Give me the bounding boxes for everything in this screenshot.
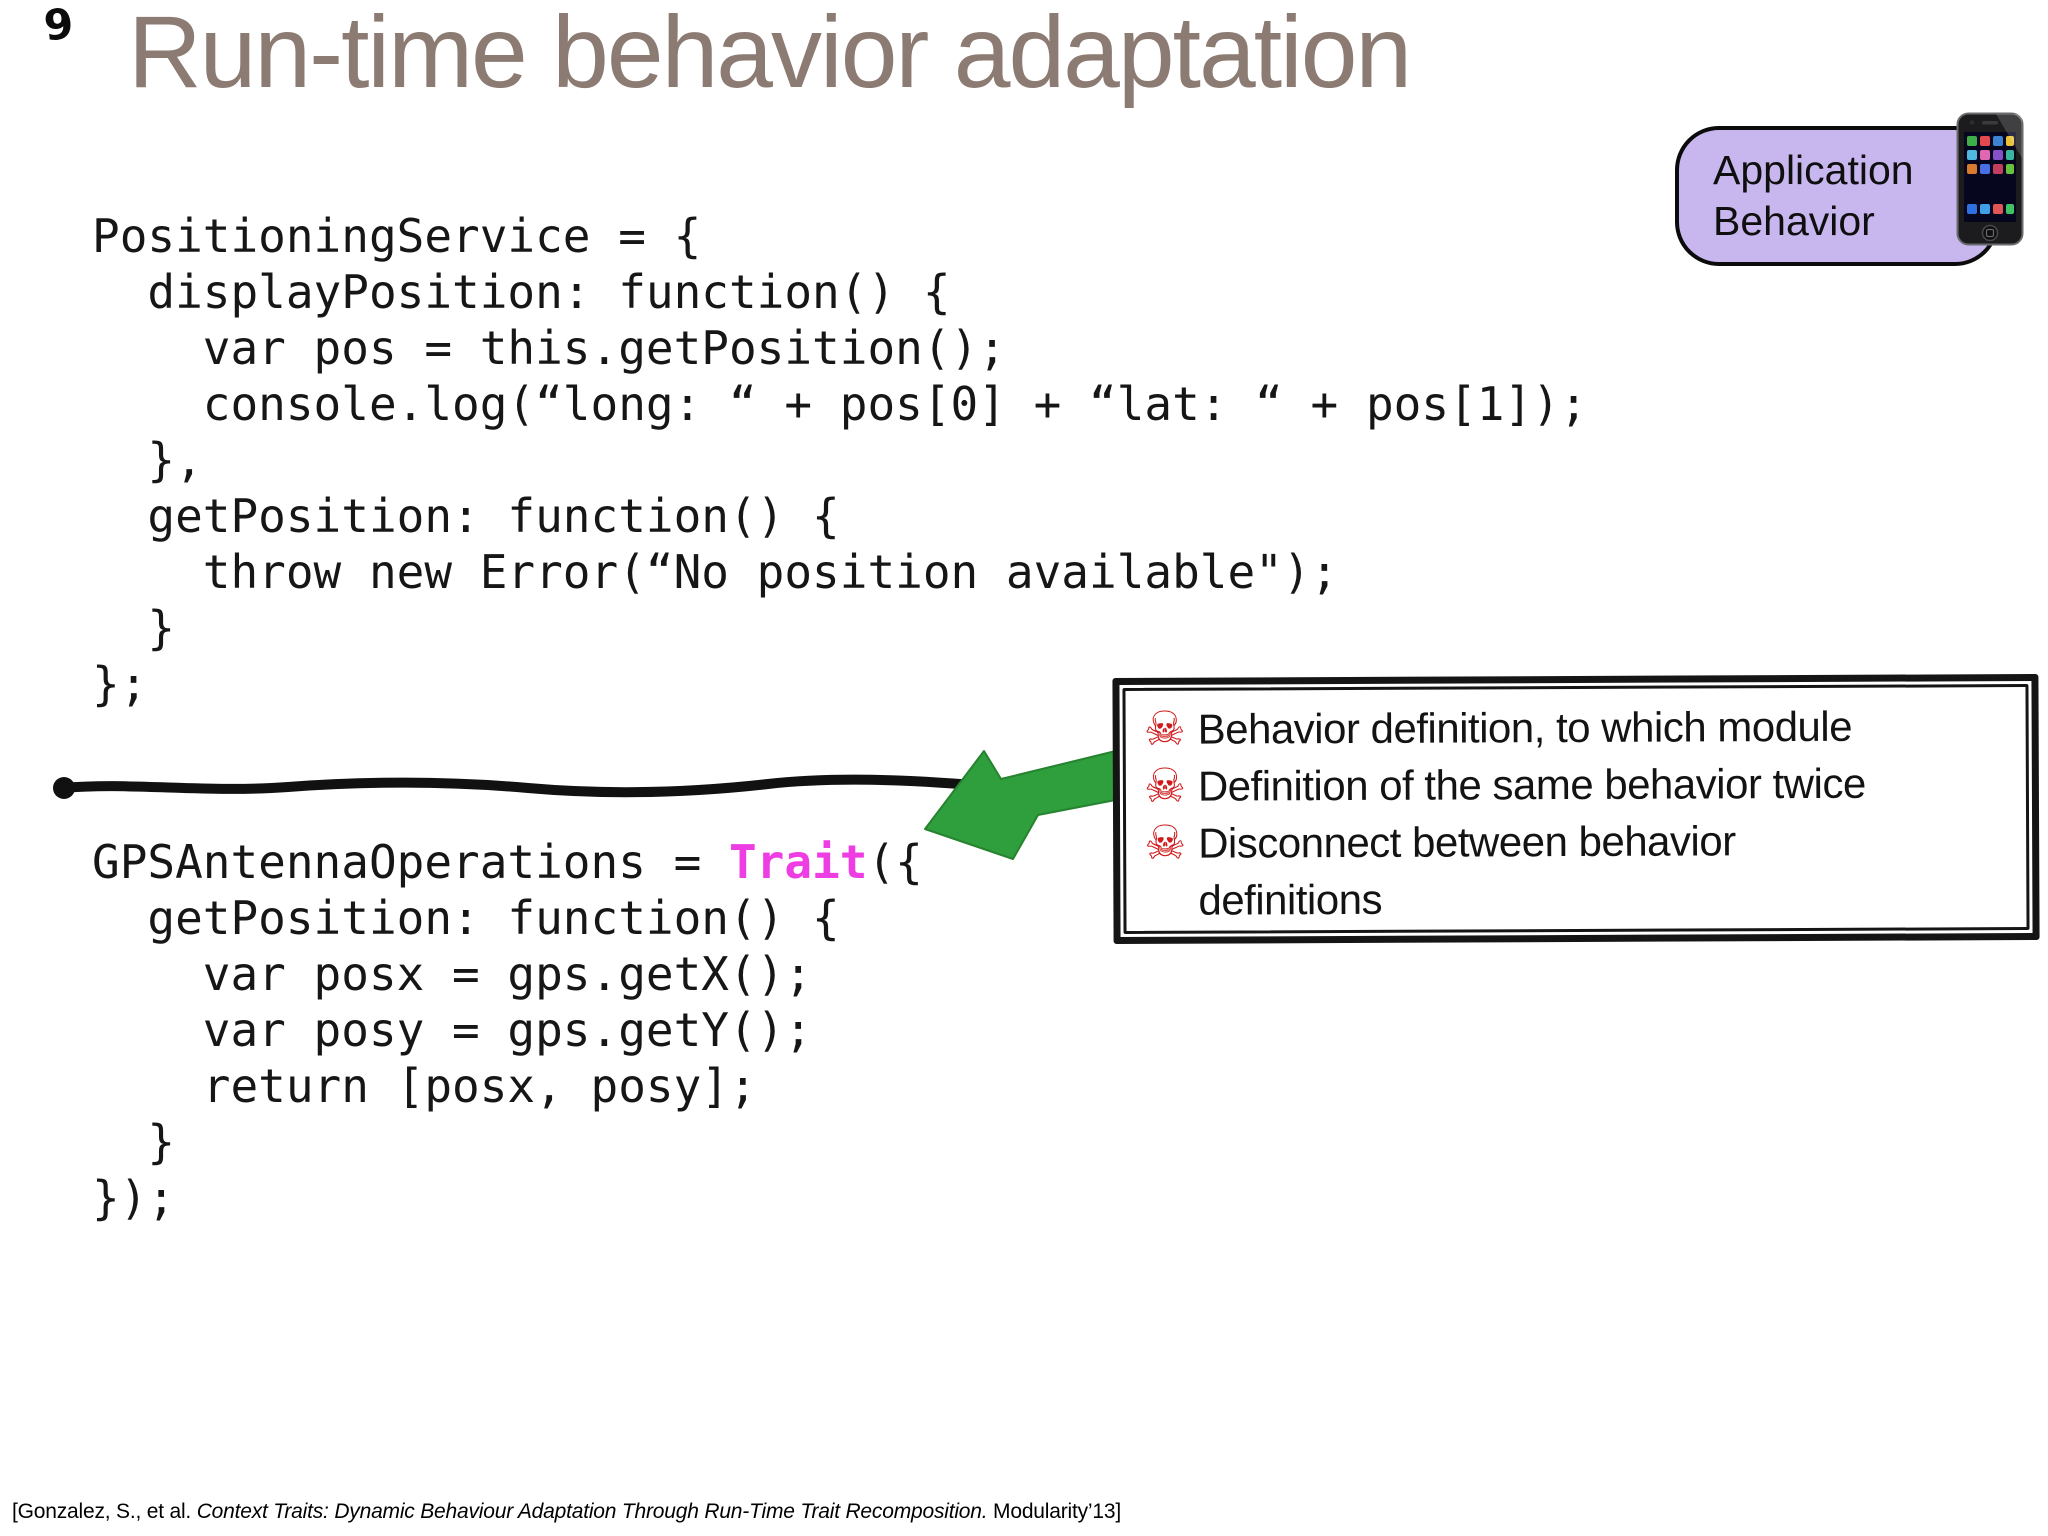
code-line: var pos = this.getPosition(); xyxy=(92,321,1006,375)
code-line: return [posx, posy]; xyxy=(92,1059,757,1113)
application-behavior-badge: Application Behavior xyxy=(1675,126,1999,266)
skull-crossbones-icon: ☠ xyxy=(1143,701,1186,757)
callout-text: Behavior definition, to which module xyxy=(1197,702,1853,753)
badge-line-1: Application xyxy=(1713,147,1914,193)
code-line: getPosition: function() { xyxy=(92,489,840,543)
code-block-gps-antenna: GPSAntennaOperations = Trait({ getPositi… xyxy=(92,834,923,1226)
citation: [Gonzalez, S., et al. Context Traits: Dy… xyxy=(12,1500,1121,1524)
code-line: var posy = gps.getY(); xyxy=(92,1003,813,1057)
code-line: GPSAntennaOperations = Trait({ xyxy=(92,834,923,890)
code-line: throw new Error(“No position available")… xyxy=(92,545,1339,599)
risks-callout-box: ☠ Behavior definition, to which module ☠… xyxy=(1112,673,2040,945)
badge-line-2: Behavior xyxy=(1713,198,1875,244)
risks-callout-inner: ☠ Behavior definition, to which module ☠… xyxy=(1122,684,2030,934)
code-line: displayPosition: function() { xyxy=(92,265,951,319)
iphone-icon xyxy=(1956,112,2024,246)
code-line: PositioningService = { xyxy=(92,209,702,263)
code-block-positioning-service: PositioningService = { displayPosition: … xyxy=(92,208,1588,712)
list-item: ☠ Disconnect between behavior definition… xyxy=(1144,811,2016,929)
page-title: Run-time behavior adaptation xyxy=(128,0,1412,109)
page-number: 9 xyxy=(41,0,76,51)
code-segment: GPSAntennaOperations = xyxy=(92,835,729,889)
hand-drawn-divider-line xyxy=(53,774,1005,799)
skull-crossbones-icon: ☠ xyxy=(1144,815,1187,871)
list-item: ☠ Definition of the same behavior twice xyxy=(1144,754,2016,815)
code-line: }; xyxy=(92,657,148,711)
citation-prefix: [Gonzalez, S., et al. xyxy=(12,1500,197,1523)
code-line: } xyxy=(92,601,176,655)
code-line: }); xyxy=(92,1171,176,1225)
code-line: } xyxy=(92,1115,176,1169)
callout-text: Definition of the same behavior twice xyxy=(1197,759,1866,810)
code-line: }, xyxy=(92,433,203,487)
citation-title: Context Traits: Dynamic Behaviour Adapta… xyxy=(196,1500,988,1523)
green-arrow xyxy=(924,747,1132,860)
callout-text: Disconnect between behavior definitions xyxy=(1198,817,1736,924)
code-line: getPosition: function() { xyxy=(92,891,840,945)
code-line: var posx = gps.getX(); xyxy=(92,947,813,1001)
list-item: ☠ Behavior definition, to which module xyxy=(1144,697,2016,758)
code-segment: ({ xyxy=(867,835,923,889)
skull-crossbones-icon: ☠ xyxy=(1143,758,1187,814)
code-line: console.log(“long: “ + pos[0] + “lat: “ … xyxy=(92,377,1588,431)
citation-suffix: Modularity’13] xyxy=(987,1500,1121,1523)
trait-keyword: Trait xyxy=(728,835,868,889)
